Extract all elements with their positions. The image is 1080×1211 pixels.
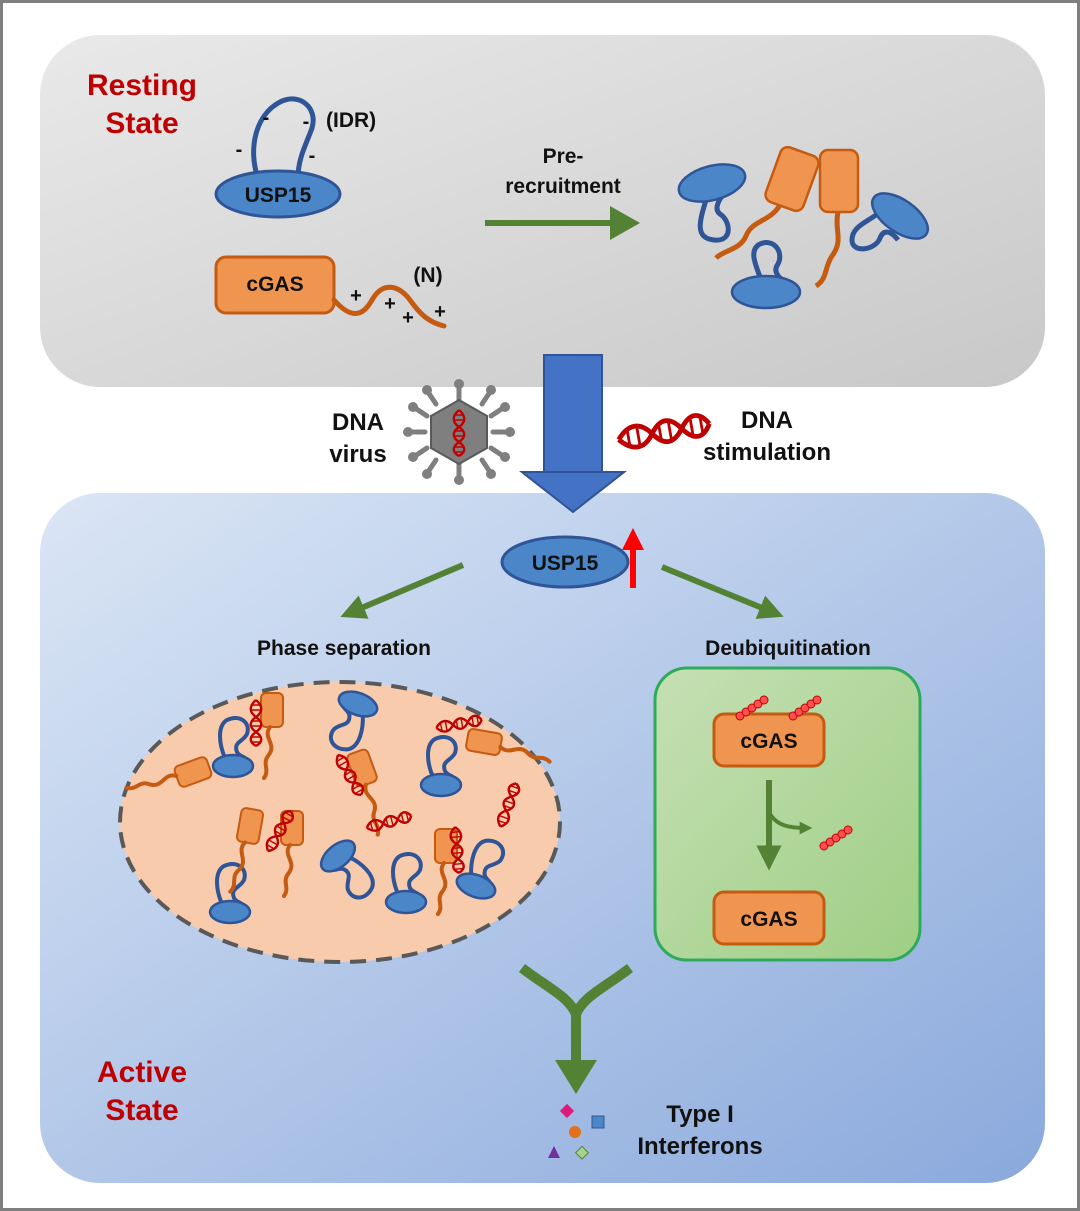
resting-title-line1: Resting xyxy=(87,69,197,102)
cgas-n-tail xyxy=(331,284,447,329)
pre-recruitment-arrow-head xyxy=(610,206,640,240)
idr-charge: - xyxy=(236,139,243,161)
type-i-interferons-label-line1: Type I xyxy=(666,1101,734,1128)
idr-charge: - xyxy=(303,111,310,133)
usp15-resting: USP15 - - - - (IDR) xyxy=(214,96,376,219)
cgas-cluster-2 xyxy=(814,148,860,289)
cgas-resting: cGAS + + + + (N) xyxy=(214,255,447,329)
n-charge: + xyxy=(402,307,414,329)
n-charge: + xyxy=(350,285,362,307)
usp15-cluster-2 xyxy=(849,192,930,252)
pre-recruitment-label-line1: Pre- xyxy=(543,145,584,168)
interferon-molecules-icon xyxy=(548,1103,605,1160)
cgas-body xyxy=(214,255,336,315)
usp15-idr-loop xyxy=(251,96,316,181)
dna-stimulation-label-line1: DNA xyxy=(741,407,793,434)
dna-virus-label-line2: virus xyxy=(329,441,386,468)
pre-recruitment-label-line2: recruitment xyxy=(505,175,621,198)
resting-title-line2: State xyxy=(105,107,178,140)
deubiquitination-label: Deubiquitination xyxy=(705,637,871,660)
active-title-line1: Active xyxy=(97,1056,187,1089)
dna-virus-icon xyxy=(403,379,515,485)
idr-label: (IDR) xyxy=(326,109,376,132)
cgas-top-label: cGAS xyxy=(740,730,797,753)
usp15-cluster-3 xyxy=(730,240,802,310)
n-charge: + xyxy=(384,293,396,315)
active-title-line2: State xyxy=(105,1094,178,1127)
up-arrow-icon xyxy=(622,528,644,588)
usp15-active-body xyxy=(500,535,630,589)
usp15-active-label: USP15 xyxy=(532,552,599,575)
dna-stimulation-label-line2: stimulation xyxy=(703,439,831,466)
phase-separation-label: Phase separation xyxy=(257,637,431,660)
usp15-cluster-1 xyxy=(677,163,747,243)
dna-virus-label-line1: DNA xyxy=(332,409,384,436)
cgas-cluster-1 xyxy=(714,145,820,260)
n-label: (N) xyxy=(413,264,442,287)
activation-arrow-tip xyxy=(519,471,627,514)
idr-charge: - xyxy=(263,107,270,129)
branch-arrow-deub xyxy=(660,564,784,619)
type-i-interferons-label-line2: Interferons xyxy=(637,1133,762,1160)
n-charge: + xyxy=(434,301,446,323)
branch-arrow-phase xyxy=(340,562,465,619)
pre-recruited-cluster xyxy=(677,145,930,310)
cgas-label: cGAS xyxy=(246,273,303,296)
usp15-label: USP15 xyxy=(245,184,312,207)
cgas-bottom-label: cGAS xyxy=(740,908,797,931)
usp15-body xyxy=(214,169,342,219)
merge-arrow-head xyxy=(555,1060,597,1094)
cgas-ubiquitinated xyxy=(712,712,826,768)
ubiquitin-release-arrow xyxy=(767,810,813,835)
idr-charge: - xyxy=(309,145,316,167)
cgas-deubiquitinated xyxy=(712,890,826,946)
